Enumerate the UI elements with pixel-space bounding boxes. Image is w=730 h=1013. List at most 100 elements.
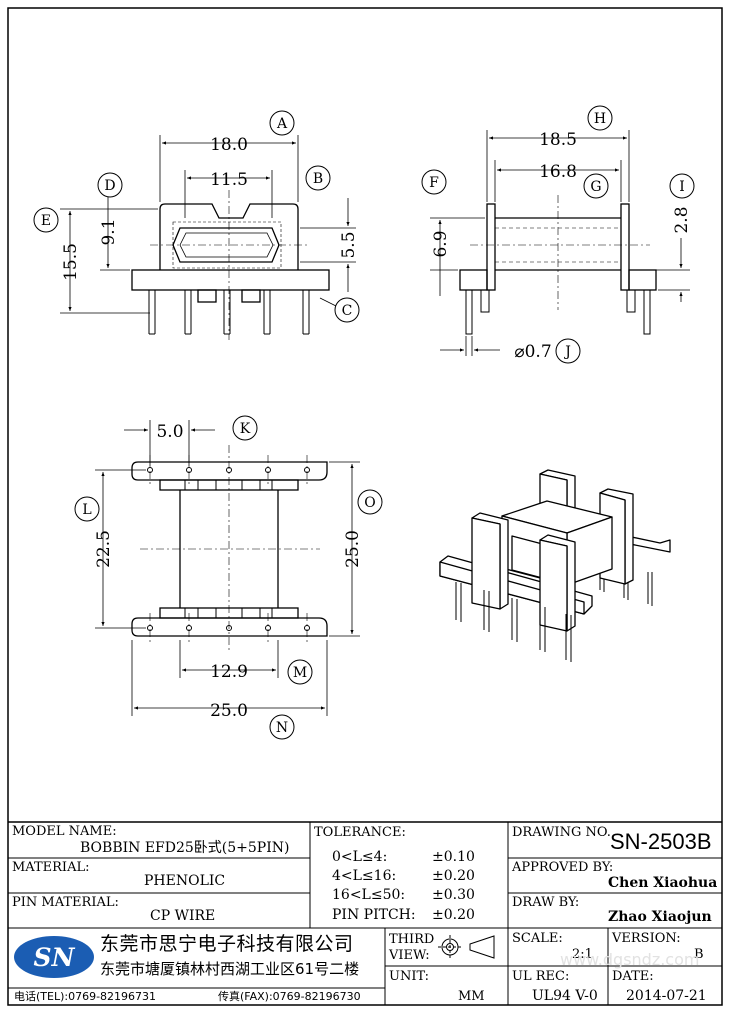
third-angle-projection-icon — [438, 935, 495, 959]
callout-l — [74, 496, 100, 522]
drawing-no-label: DRAWING NO. — [512, 825, 611, 840]
side-view — [459, 203, 657, 335]
callout-n-letter: N — [276, 720, 288, 736]
callout-o — [357, 489, 383, 515]
callout-j — [555, 338, 581, 364]
callout-g-letter: G — [590, 179, 601, 195]
front-view — [131, 203, 330, 335]
callout-i-letter: I — [679, 179, 685, 195]
unit-value: MM — [458, 989, 485, 1004]
side-view-dims — [430, 130, 690, 356]
approved-by-label: APPROVED BY: — [512, 860, 614, 875]
dim-a-label: 18.0 — [210, 135, 248, 155]
callout-g — [583, 173, 609, 199]
bottom-view-centerlines — [140, 445, 320, 650]
company-tel: 电话(TEL):0769-82196731 — [14, 990, 157, 1003]
dim-h-label: 6.9 — [431, 230, 451, 257]
callout-e-letter: E — [41, 213, 51, 229]
dim-c-label: 15.5 — [61, 243, 81, 281]
callout-a-letter: A — [276, 116, 288, 132]
dim-n-label: 12.9 — [210, 662, 248, 682]
callout-i — [669, 173, 695, 199]
material-label: MATERIAL: — [12, 860, 90, 875]
tolerance-range-4: PIN PITCH: — [332, 907, 416, 923]
callout-f — [421, 169, 447, 195]
tolerance-value-2: ±0.20 — [432, 868, 475, 884]
ul-rec-label: UL REC: — [512, 969, 570, 984]
tolerance-range-3: 16<L≤50: — [332, 887, 406, 903]
version-label: VERSION: — [612, 931, 681, 946]
draw-by-label: DRAW BY: — [512, 895, 580, 910]
callout-b — [305, 165, 331, 191]
front-view-centerlines — [150, 190, 310, 340]
callout-o-letter: O — [364, 495, 375, 511]
dim-k-label: 5.0 — [156, 422, 183, 442]
tolerance-value-1: ±0.10 — [432, 849, 475, 865]
approved-by-value: Chen Xiaohua — [608, 875, 718, 891]
date-value: 2014-07-21 — [626, 988, 707, 1004]
drawing-no-value: SN-2503B — [610, 829, 712, 854]
tolerance-range-1: 0<L≤4: — [332, 849, 388, 865]
callout-letters: A B C D E F G H I J K L M N O — [41, 111, 685, 736]
callout-d — [97, 172, 123, 198]
dim-i-label: 2.8 — [672, 206, 692, 233]
callout-bubbles — [33, 105, 695, 740]
front-view-dims — [60, 135, 356, 314]
watermark: www.dgsndz.com — [560, 950, 700, 969]
callout-e — [33, 207, 59, 233]
callout-m — [287, 659, 313, 685]
pin-material-value: CP WIRE — [150, 908, 216, 924]
company-fax: 传真(FAX):0769-82196730 — [218, 990, 361, 1003]
tolerance-value-4: ±0.20 — [432, 907, 475, 923]
version-value: B — [694, 947, 704, 962]
callout-b-letter: B — [313, 171, 323, 187]
tolerance-range-2: 4<L≤16: — [332, 868, 397, 884]
date-label: DATE: — [612, 969, 654, 984]
isometric-view — [439, 469, 671, 662]
tolerance-label: TOLERANCE: — [314, 825, 406, 840]
title-block-grid — [8, 821, 722, 1005]
callout-c — [334, 297, 360, 323]
dim-d-label: 9.1 — [99, 218, 119, 245]
callout-h-letter: H — [594, 111, 606, 127]
bottom-view-dims — [95, 420, 360, 716]
callout-l-letter: L — [82, 502, 91, 518]
pin-material-label: PIN MATERIAL: — [12, 895, 119, 910]
callout-j-letter: J — [563, 344, 571, 360]
side-view-centerlines — [470, 195, 650, 310]
dim-g-label: 16.8 — [539, 162, 577, 182]
dim-o-label: 25.0 — [343, 530, 363, 568]
dim-f-label: 18.5 — [539, 130, 577, 150]
model-name-label: MODEL NAME: — [12, 824, 117, 839]
dim-l-label: 22.5 — [94, 530, 114, 568]
dimension-labels: 18.0 11.5 15.5 9.1 5.5 18.5 16.8 6.9 2.8… — [61, 130, 692, 721]
callout-d-letter: D — [104, 178, 115, 194]
dim-b-label: 11.5 — [210, 170, 248, 190]
scale-value: 2:1 — [572, 947, 593, 962]
ul-rec-value: UL94 V-0 — [532, 988, 598, 1004]
callout-f-letter: F — [429, 175, 439, 191]
draw-by-value: Zhao Xiaojun — [608, 909, 712, 925]
company-address: 东莞市塘厦镇林村西湖工业区61号二楼 — [100, 960, 360, 978]
sheet-border — [7, 7, 723, 1006]
dim-e-label: 5.5 — [339, 231, 359, 258]
company-logo-text: SN — [34, 943, 76, 972]
callout-a — [269, 110, 295, 136]
dim-m-label: 25.0 — [210, 701, 248, 721]
unit-label: UNIT: — [389, 969, 430, 984]
third-view-label: THIRD VIEW: — [389, 932, 435, 963]
callout-n — [269, 714, 295, 740]
callout-h — [587, 105, 613, 131]
scale-label: SCALE: — [512, 931, 563, 946]
callout-k-letter: K — [240, 421, 251, 437]
dim-j-label: ⌀0.7 — [514, 342, 551, 362]
company-name: 东莞市思宁电子科技有限公司 — [100, 933, 354, 955]
callout-m-letter: M — [293, 665, 307, 681]
tolerance-value-3: ±0.30 — [432, 887, 475, 903]
model-name-value: BOBBIN EFD25卧式(5+5PIN) — [80, 840, 290, 856]
callout-c-letter: C — [342, 303, 353, 319]
material-value: PHENOLIC — [144, 873, 226, 889]
callout-k — [232, 415, 258, 441]
company-logo: SN — [14, 936, 94, 978]
